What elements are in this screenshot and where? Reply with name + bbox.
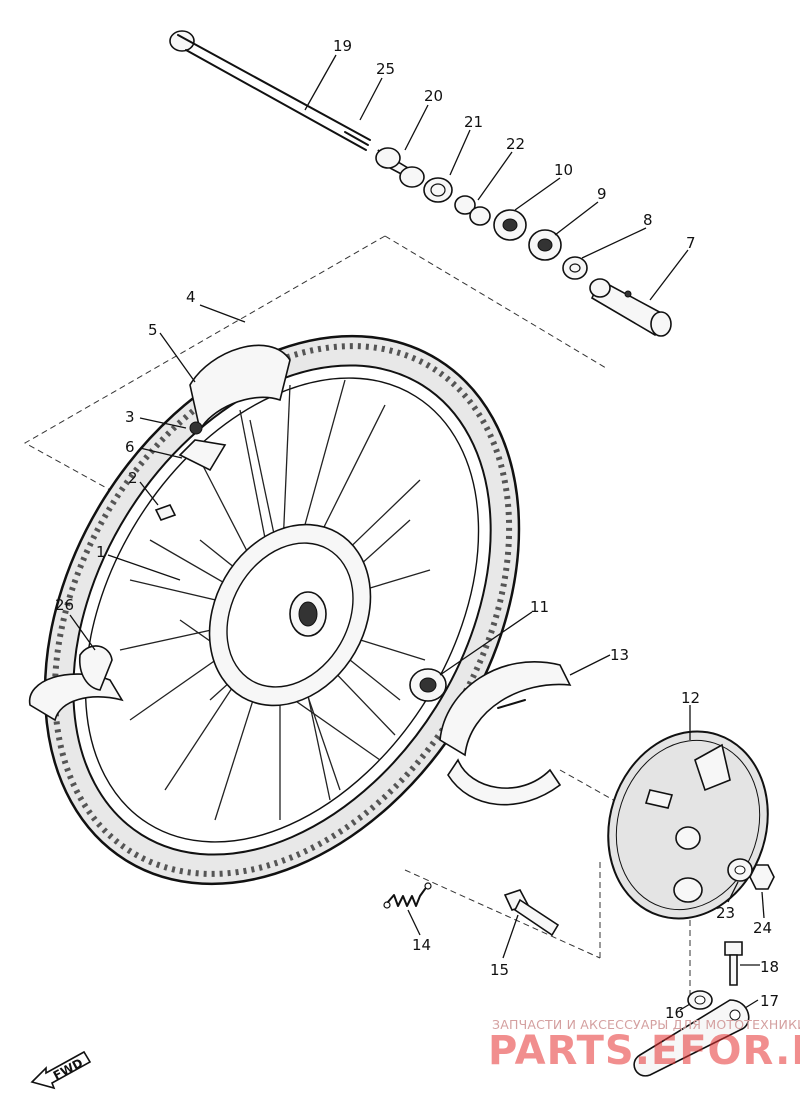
tire-cutaway <box>29 645 124 722</box>
callout-3: 3 <box>125 408 135 426</box>
oil-seal <box>423 177 453 203</box>
fwd-label: FWD <box>51 1056 85 1083</box>
callout-11: 11 <box>530 598 549 616</box>
brake-plate <box>607 730 769 920</box>
callout-13: 13 <box>610 646 629 664</box>
front-axle <box>169 30 371 151</box>
callout-25: 25 <box>376 60 395 78</box>
spacer-tube <box>589 278 672 337</box>
forward-direction-badge: FWD <box>30 1050 92 1090</box>
callout-12: 12 <box>681 689 700 707</box>
axle-spacer <box>375 147 425 188</box>
callout-15: 15 <box>490 961 509 979</box>
callout-24: 24 <box>753 919 772 937</box>
washer-and-nut <box>727 858 775 890</box>
callout-17: 17 <box>760 992 779 1010</box>
callout-16: 16 <box>665 1004 684 1022</box>
callout-2: 2 <box>128 469 138 487</box>
return-spring <box>383 882 432 909</box>
watermark-caption: ЗАПЧАСТИ И АКСЕССУАРЫ ДЛЯ МОТОТЕХНИКИ <box>492 1017 800 1032</box>
callout-21: 21 <box>464 113 483 131</box>
callout-1: 1 <box>96 543 106 561</box>
callout-14: 14 <box>412 936 431 954</box>
callout-26: 26 <box>55 596 74 614</box>
callout-20: 20 <box>424 87 443 105</box>
callout-8: 8 <box>643 211 653 229</box>
bearing-9 <box>528 229 562 261</box>
rim-band-and-valve <box>154 344 291 521</box>
callout-4: 4 <box>186 288 196 306</box>
brake-camshaft <box>503 889 560 937</box>
callout-19: 19 <box>333 37 352 55</box>
fwd-arrow-icon <box>30 1050 92 1090</box>
pinch-bolt <box>724 941 743 986</box>
bearing-collar <box>454 195 491 226</box>
callout-labels: 19 25 20 21 22 10 9 8 7 4 5 3 6 2 1 26 1… <box>55 37 779 1022</box>
bearing-10 <box>493 209 527 241</box>
brake-shoes <box>439 661 572 806</box>
callout-leaders <box>69 54 765 1011</box>
callout-23: 23 <box>716 904 735 922</box>
watermark-site: PARTS.EFOR.RU <box>488 1028 800 1074</box>
seal-ring <box>562 256 588 280</box>
washer-and-cam-lever <box>633 990 750 1077</box>
bearing-11 <box>409 668 447 702</box>
wheel-hub <box>208 523 372 707</box>
assembly-guide-lines <box>23 235 691 1000</box>
callout-22: 22 <box>506 135 525 153</box>
callout-18: 18 <box>760 958 779 976</box>
callout-6: 6 <box>125 438 135 456</box>
callout-9: 9 <box>597 185 607 203</box>
callout-7: 7 <box>686 234 696 252</box>
callout-5: 5 <box>148 321 158 339</box>
callout-10: 10 <box>554 161 573 179</box>
